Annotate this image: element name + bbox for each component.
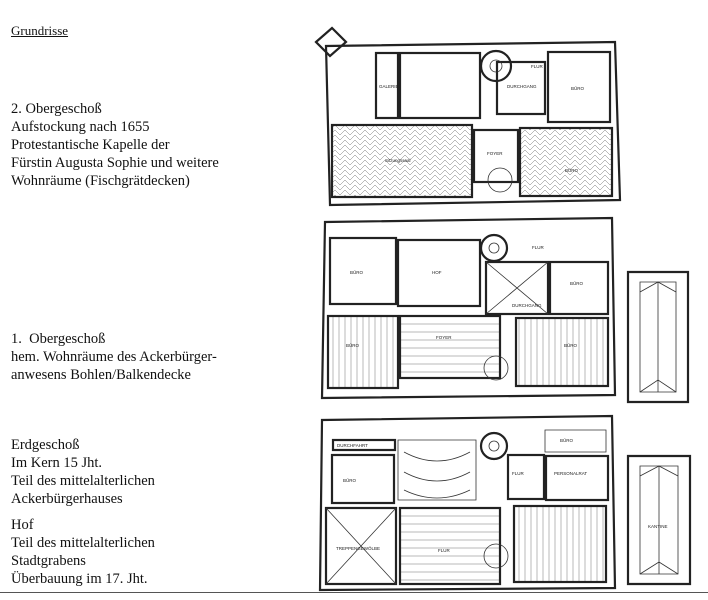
floor-1-line: hem. Wohnräume des Ackerbürger- [11,349,217,365]
ground-floor-line: Ackerbürgerhauses [11,491,123,507]
room-label: BÜRO [350,269,364,275]
ground-floor-line: Erdgeschoß [11,437,80,453]
room-label: BÜRO [565,167,579,173]
floor-2-line: 2. Obergeschoß [11,101,102,117]
room-label: FOYER [436,335,452,340]
room-label: BÜRO [564,342,578,348]
courtyard-line: Stadtgrabens [11,553,86,569]
room-label: GALERIE [379,84,399,89]
room-label: FLUR [532,245,545,250]
courtyard-line: Überbauung im 17. Jht. [11,571,148,587]
page-bottom-rule [0,592,708,593]
page-heading: Grundrisse [11,23,69,38]
room-label: BÜRO [570,280,584,286]
ground-floor-line: Teil des mittelalterlichen [11,473,155,489]
floor-2-line: Protestantische Kapelle der [11,137,170,153]
room-label: DURCHGANG [507,84,537,89]
room-label: HOF [432,270,442,275]
room-label: FLUR [438,548,451,553]
room-label: BÜRO [343,477,357,483]
room-label: Sitzungssaal [385,158,411,163]
floor-2-line: Aufstockung nach 1655 [11,119,150,135]
room-label: DURCHGANG [512,303,542,308]
floor-1-line: 1. Obergeschoß [11,331,106,347]
courtyard-line: Hof [11,517,34,533]
room-label: BÜRO [571,85,585,91]
room-label: TREPPENGEWÖLBE [336,545,380,551]
floor-1-line: anwesens Bohlen/Balkendecke [11,367,191,383]
room-label: KANTINE [648,524,668,529]
floor-2-line: Wohnräume (Fischgrätdecken) [11,173,190,189]
room-label: DURCHFAHRT [337,443,368,448]
room-label: PERSONALRAT [554,471,587,476]
plan-floor-2: GALERIE FLUR DURCHGANG BÜRO Sitzungssaal… [314,26,622,207]
plan-ground-floor: DURCHFAHRT BÜRO FLUR PERSONALRAT BÜRO TR… [318,414,692,592]
courtyard-line: Teil des mittelalterlichen [11,535,155,551]
room-label: FLUR [531,64,544,69]
room-label: BÜRO [560,437,574,443]
ground-floor-line: Im Kern 15 Jht. [11,455,103,471]
room-label: BÜRO [346,342,360,348]
room-label: FLUR [512,471,525,476]
floor-2-line: Fürstin Augusta Sophie und weitere [11,155,219,171]
room-label: FOYER [487,151,503,156]
plan-floor-1: BÜRO HOF FLUR DURCHGANG BÜRO BÜRO FOYER … [320,216,690,404]
